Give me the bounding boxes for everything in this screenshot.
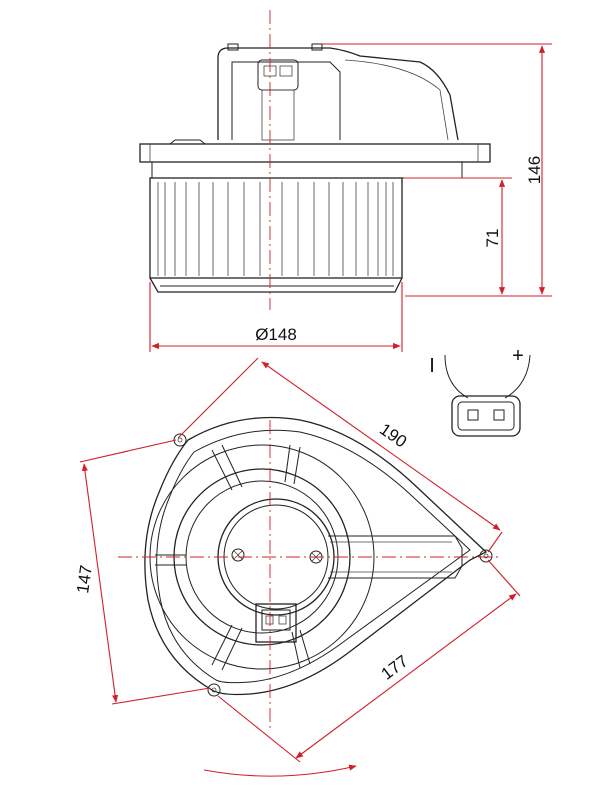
mount-hole-icon	[207, 683, 221, 697]
dim-147-label: 147	[73, 564, 96, 595]
dim-177-label: 177	[378, 651, 412, 683]
fan-wheel	[149, 177, 403, 279]
dim-146-label: 146	[525, 156, 544, 184]
side-view: 146 71 Ø148	[139, 10, 552, 352]
dim-diameter-label: Ø148	[255, 325, 297, 344]
rotation-arrow-icon	[203, 764, 357, 777]
plus-symbol: +	[512, 345, 524, 367]
minus-symbol: I	[429, 355, 435, 377]
top-view: 190 147 177	[73, 357, 521, 777]
fan-blades	[157, 182, 394, 276]
dim-71-label: 71	[483, 229, 502, 248]
screw-icon	[231, 548, 245, 562]
mount-hole-icon	[479, 549, 493, 563]
connector-detail: I +	[429, 345, 531, 437]
flange-plate	[139, 143, 491, 163]
